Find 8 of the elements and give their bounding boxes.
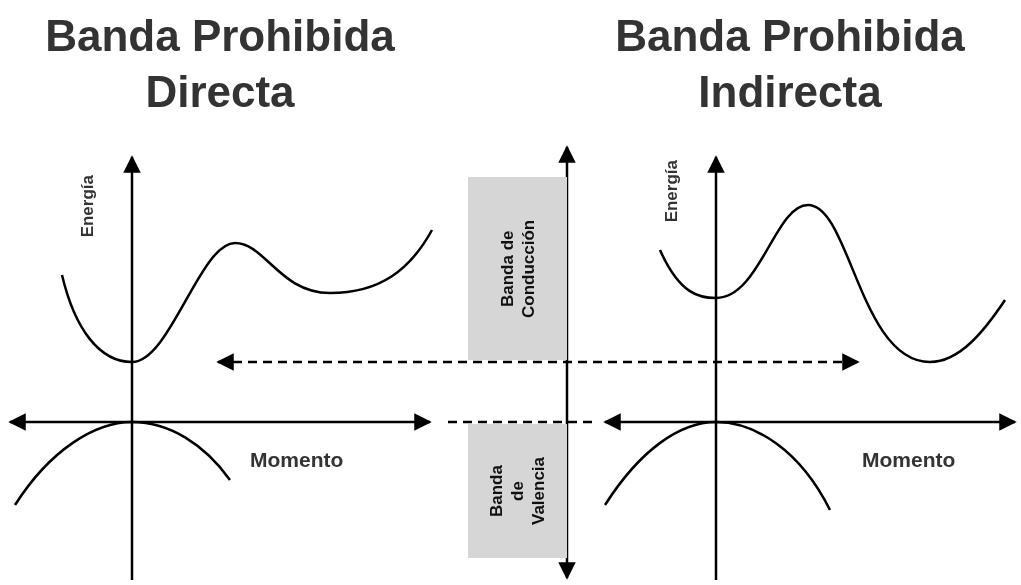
- axis-label: Energía: [78, 175, 98, 238]
- panel-heading: Banda Prohibida Indirecta: [614, 10, 966, 118]
- band-box: Banda de Conducción: [468, 177, 567, 360]
- band-box: Banda de Valencia: [468, 424, 567, 558]
- axis-label: Momento: [862, 448, 956, 472]
- axis-label: Energía: [662, 160, 682, 223]
- panel-heading: Banda Prohibida Directa: [44, 10, 396, 118]
- axis-label: Momento: [250, 448, 344, 472]
